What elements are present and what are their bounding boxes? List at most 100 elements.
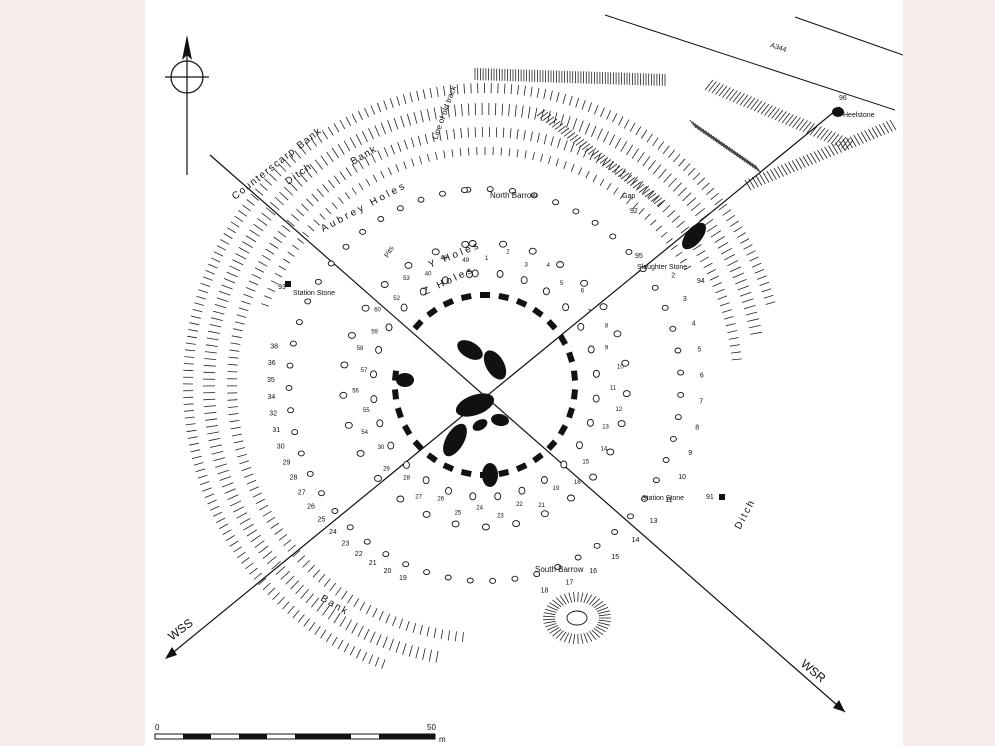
z-hole xyxy=(560,460,568,469)
inner-stone-number: 40 xyxy=(425,272,432,278)
inner-stone-number: 55 xyxy=(363,408,370,414)
y-hole xyxy=(599,303,608,311)
y-hole xyxy=(621,359,630,367)
y-hole xyxy=(339,391,348,399)
inner-stone-number: 7 xyxy=(588,310,592,316)
y-hole xyxy=(374,474,382,482)
aubrey-hole xyxy=(639,266,647,273)
z-hole xyxy=(518,486,526,495)
y-hole xyxy=(567,494,575,502)
inner-stone-number: 60 xyxy=(374,307,381,313)
stone-number-93: 93 xyxy=(278,284,286,291)
z-hole xyxy=(465,270,473,279)
y-hole xyxy=(356,449,365,457)
aubrey-hole xyxy=(382,551,390,558)
inner-stone-number: 22 xyxy=(516,502,523,508)
z-hole xyxy=(540,476,548,484)
scale-bar: 0 50 m xyxy=(154,723,446,744)
aubrey-hole xyxy=(574,554,582,561)
y-hole xyxy=(613,330,622,338)
station-stone-91-label: Station Stone xyxy=(642,495,684,502)
sarsen-circle-stone xyxy=(426,452,438,464)
aubrey-hole xyxy=(661,304,669,311)
y-hole xyxy=(528,247,537,255)
aubrey-hole-number: 15 xyxy=(611,554,619,561)
inner-stone-number: 26 xyxy=(437,497,444,503)
y-hole xyxy=(396,495,405,503)
holes-and-postholes xyxy=(285,186,685,584)
sarsen-circle-stone xyxy=(442,462,455,472)
inner-stone-number: 25 xyxy=(455,511,462,517)
aubrey-hole xyxy=(314,278,322,285)
sarsen-circle-stone xyxy=(546,439,558,451)
inner-stone-number: 57 xyxy=(361,368,368,374)
z-hole xyxy=(494,492,502,501)
sarsen-circle-stone xyxy=(480,292,490,298)
stone-number-labels: 3836353432313029282726252423222120192345… xyxy=(267,250,704,595)
y-hole xyxy=(461,240,470,248)
y-hole xyxy=(589,473,598,481)
aubrey-hole xyxy=(511,575,519,582)
scale-end: 50 xyxy=(427,723,436,732)
gap-label: Gap xyxy=(622,193,635,200)
inner-stone-number: 13 xyxy=(602,425,609,431)
inner-stone-number: 19 xyxy=(553,486,560,492)
y-hole xyxy=(617,420,626,428)
north-arrow-head-icon xyxy=(182,35,192,60)
aubrey-hole-number: 35 xyxy=(267,377,275,384)
sarsen-circle-stone xyxy=(570,370,579,381)
aubrey-hole xyxy=(554,564,562,570)
sarsen-circle-stone xyxy=(426,306,438,318)
aubrey-hole xyxy=(466,577,474,584)
inner-stone-number: 27 xyxy=(415,494,422,500)
aubrey-hole xyxy=(346,524,354,531)
road-a344-edge-2 xyxy=(794,16,903,56)
sarsen-circle-stone xyxy=(498,293,510,301)
aubrey-hole-number: 16 xyxy=(589,568,597,575)
y-hole xyxy=(468,240,477,247)
aubrey-hole-number: 6 xyxy=(700,373,704,380)
trilithon-stone xyxy=(482,463,498,487)
sarsen-circle-stone xyxy=(566,407,575,419)
sarsen-circle-stone xyxy=(402,424,413,436)
inner-stone-number: 2 xyxy=(506,250,510,256)
station-stone-93 xyxy=(285,281,291,287)
z-hole xyxy=(496,270,504,278)
pits-label: Pits xyxy=(384,245,396,259)
sarsen-circle-stone xyxy=(515,298,528,308)
aubrey-hole xyxy=(641,495,648,502)
road-a344-label: A344 xyxy=(769,42,787,54)
aubrey-hole-number: 14 xyxy=(632,537,640,544)
aubrey-hole xyxy=(486,186,494,193)
z-hole xyxy=(376,419,384,428)
aubrey-hole-number: 5 xyxy=(697,346,701,353)
inner-stone-number: 53 xyxy=(403,276,410,282)
sarsen-circle-stone xyxy=(395,407,404,419)
slaughter-stone-label: Slaughter Stone xyxy=(637,264,687,271)
slaughter-stone xyxy=(682,222,706,250)
wsr-axis-line xyxy=(209,154,846,713)
aubrey-hole-number: 31 xyxy=(272,427,280,434)
aubrey-hole xyxy=(286,362,294,369)
aubrey-hole xyxy=(552,199,560,206)
y-hole xyxy=(361,304,370,312)
y-hole xyxy=(451,520,460,528)
aubrey-hole-number: 27 xyxy=(298,489,306,496)
heelstone-number: 96 xyxy=(839,95,847,102)
sarsen-circle-stone xyxy=(557,424,568,436)
aubrey-hole-number: 17 xyxy=(566,579,574,586)
wss-label: WSS xyxy=(165,616,195,644)
aubrey-hole xyxy=(652,477,660,484)
inner-stone-number: 5 xyxy=(560,281,564,287)
aubrey-hole xyxy=(359,228,367,235)
aubrey-hole xyxy=(377,216,385,222)
y-hole xyxy=(422,510,431,518)
aubrey-hole-number: 11 xyxy=(665,497,672,504)
aubrey-hole-number: 9 xyxy=(688,450,692,457)
aubrey-hole xyxy=(295,319,303,326)
aubrey-hole xyxy=(396,205,404,212)
y-hole xyxy=(380,281,389,288)
aubrey-hole-number: 19 xyxy=(399,575,407,582)
stone-number-95: 95 xyxy=(635,253,643,260)
sarsen-circle-stone xyxy=(460,293,472,301)
